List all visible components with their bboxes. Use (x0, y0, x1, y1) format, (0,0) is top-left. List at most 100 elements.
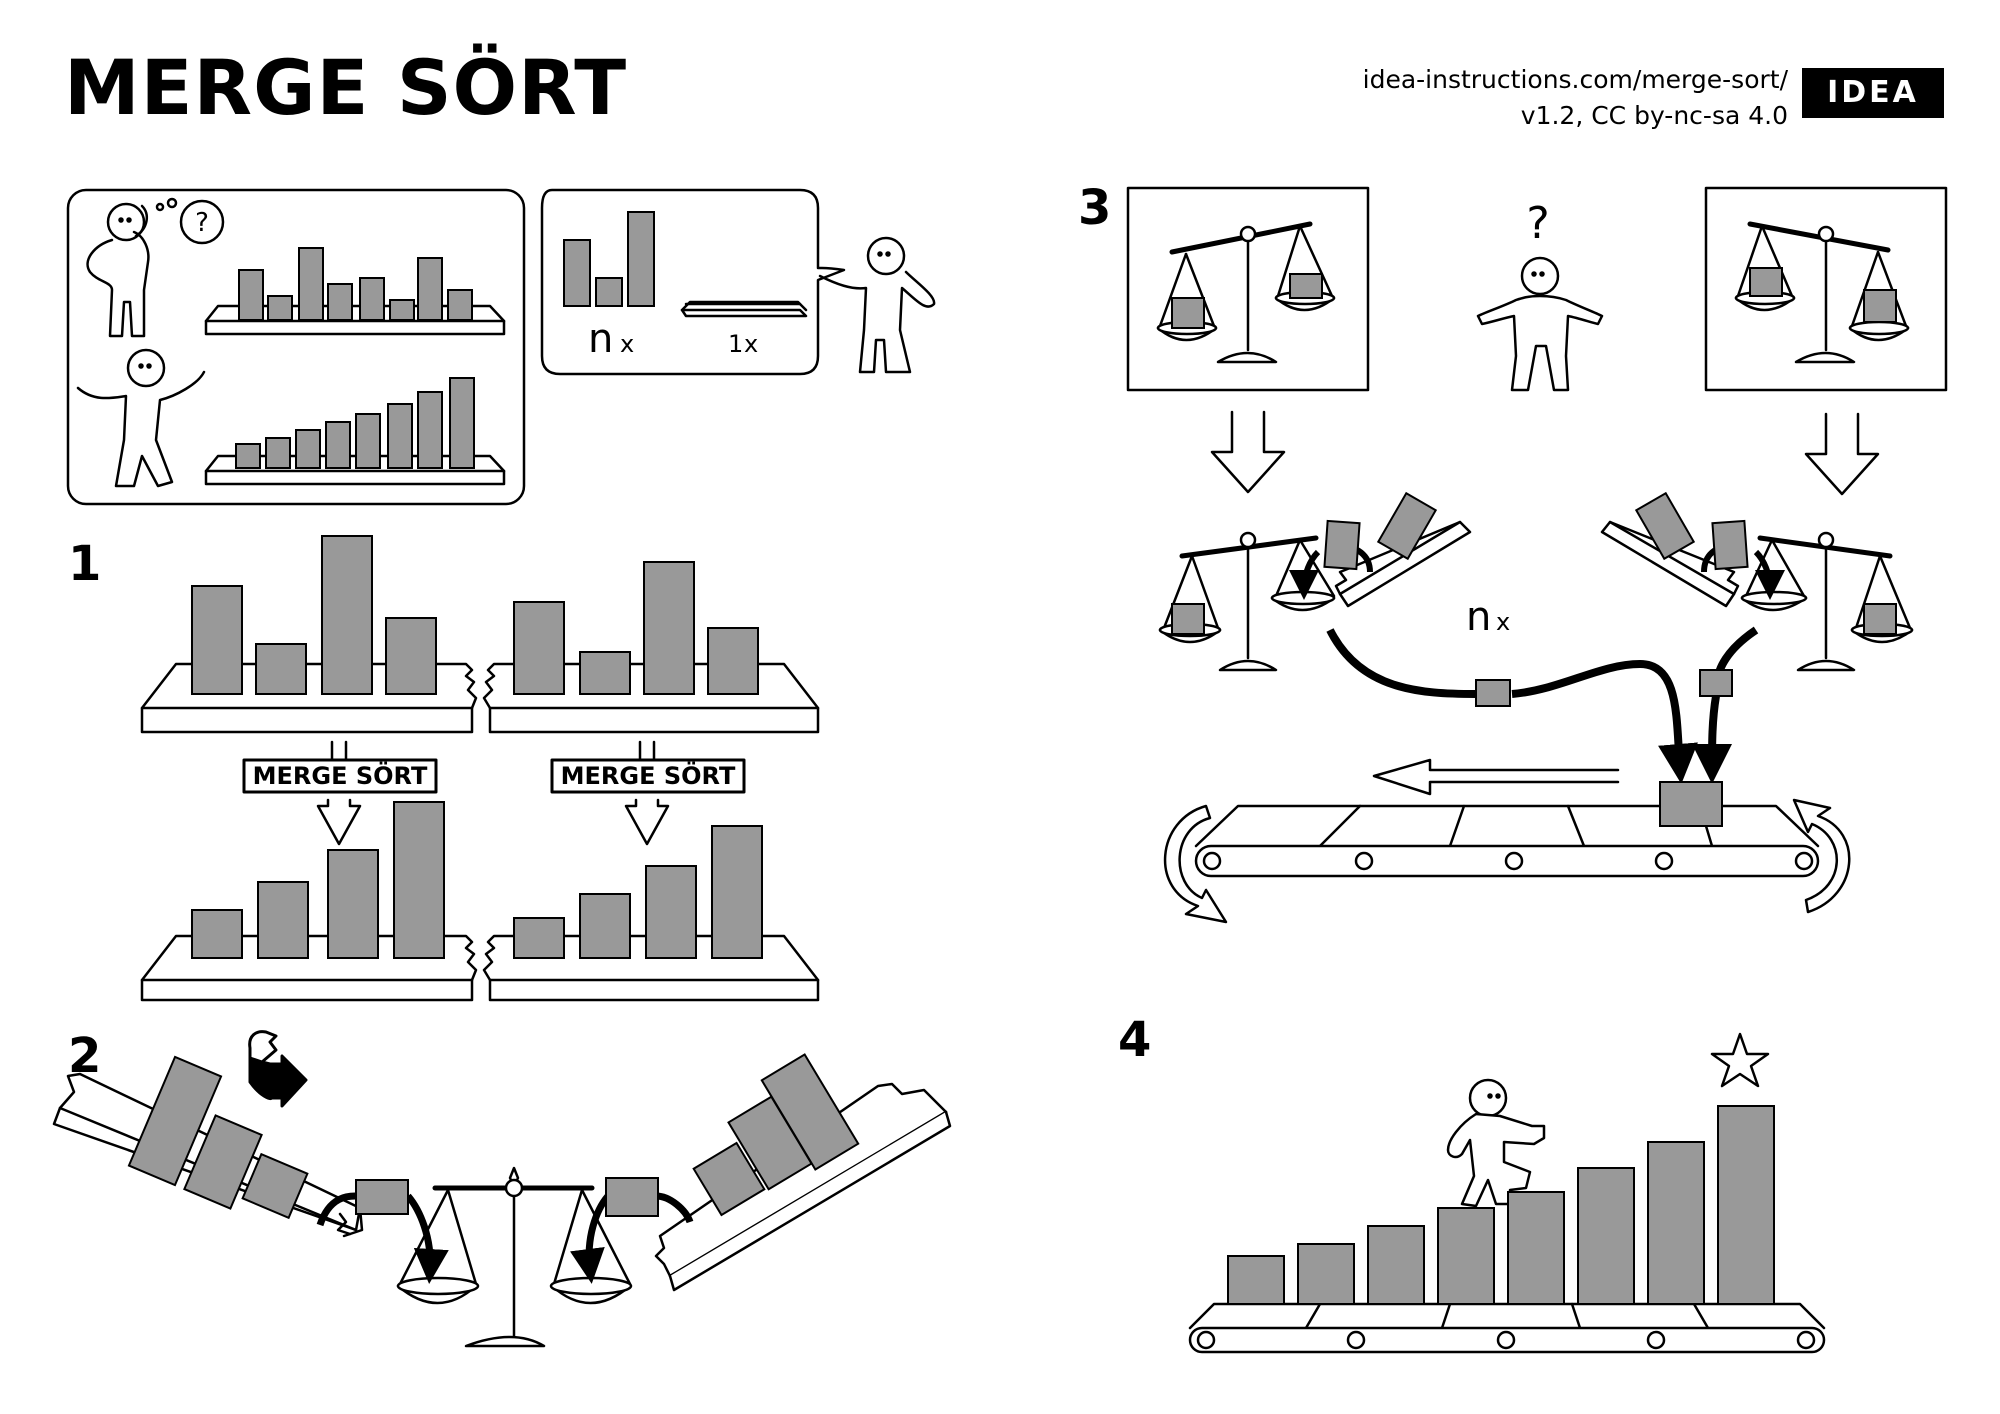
presenting-person-icon (818, 236, 936, 374)
box (1376, 491, 1438, 561)
box (595, 277, 623, 307)
step-number-3: 3 (1078, 180, 1112, 236)
box (643, 561, 695, 695)
box (298, 247, 324, 321)
page-title: MERGE SÖRT (64, 43, 628, 132)
merge-sort-tag-left (242, 758, 438, 794)
box (325, 421, 351, 469)
box (707, 627, 759, 695)
box (579, 651, 631, 695)
idea-logo: IDEA (1802, 68, 1944, 118)
step-number-2: 2 (68, 1028, 102, 1084)
climbing-person-icon (1446, 1078, 1546, 1208)
repeat-n-sub: x (1496, 608, 1510, 636)
star-icon (1710, 1032, 1770, 1088)
step3-scale-right (1600, 520, 1914, 672)
box (295, 429, 321, 469)
box (255, 643, 307, 695)
merge-sort-tag-label-right: MERGE SÖRT (561, 760, 736, 790)
box (359, 277, 385, 321)
box (447, 289, 473, 321)
step3-conveyor-belt (1194, 804, 1820, 878)
box (449, 377, 475, 469)
box (692, 1141, 766, 1217)
thought-bubble (179, 199, 225, 245)
box (1717, 1105, 1775, 1305)
thought-question-mark: ? (195, 208, 209, 238)
conveyor-direction-arrow-icon (1372, 758, 1620, 796)
box (1863, 603, 1897, 635)
question-mark: ? (1526, 198, 1549, 249)
box (183, 1114, 263, 1210)
box (1437, 1207, 1495, 1305)
box (385, 617, 437, 695)
version-license: v1.2, CC by-nc-sa 4.0 (1520, 101, 1788, 130)
step3-flow-arrows (1326, 626, 1759, 784)
step-number-1: 1 (68, 536, 102, 592)
box (355, 1179, 409, 1215)
step3-down-arrow-right (1804, 412, 1880, 496)
box (355, 413, 381, 469)
merge-sort-tag-right (550, 758, 746, 794)
box (127, 1055, 223, 1187)
meta-block: idea-instructions.com/merge-sort/ v1.2, … (1363, 62, 1788, 134)
parts-1-label: 1 (728, 330, 743, 358)
box (327, 849, 379, 959)
box (1323, 519, 1361, 571)
box (563, 239, 591, 307)
box (1577, 1167, 1635, 1305)
happy-person-icon (76, 348, 206, 488)
box (1699, 669, 1733, 697)
box (1863, 289, 1897, 323)
box (389, 299, 415, 321)
box (235, 443, 261, 469)
box (1749, 267, 1783, 297)
box (1711, 519, 1749, 571)
box (711, 825, 763, 959)
box (191, 585, 243, 695)
box (1475, 679, 1511, 707)
step3-down-arrow-left (1210, 410, 1286, 494)
box (267, 295, 293, 321)
box (1647, 1141, 1705, 1305)
box (327, 283, 353, 321)
parts-1-sub: x (744, 330, 758, 358)
repeat-n-label: n (1466, 594, 1491, 640)
box (257, 881, 309, 959)
box (417, 391, 443, 469)
parts-n-sub: x (620, 330, 634, 358)
step3-scale-left (1158, 520, 1472, 672)
conveyor-rotate-left-icon (1164, 804, 1228, 924)
box (265, 437, 291, 469)
conveyor-rotate-right-icon (1792, 798, 1851, 914)
box (1289, 273, 1323, 299)
box (321, 535, 373, 695)
box (513, 601, 565, 695)
step4-conveyor-belt (1188, 1302, 1826, 1354)
step-number-4: 4 (1118, 1012, 1152, 1068)
box (1171, 603, 1205, 635)
box (1659, 781, 1723, 827)
box (417, 257, 443, 321)
box (1297, 1243, 1355, 1305)
box (393, 801, 445, 959)
box (605, 1177, 659, 1217)
source-url[interactable]: idea-instructions.com/merge-sort/ (1362, 65, 1788, 94)
shrugging-person-icon (1476, 256, 1604, 392)
box (1227, 1255, 1285, 1305)
box (1367, 1225, 1425, 1305)
box (1634, 491, 1696, 561)
box (645, 865, 697, 959)
confused-person-icon (86, 202, 150, 338)
merge-sort-tag-label-left: MERGE SÖRT (253, 760, 428, 790)
box (191, 909, 243, 959)
step2-compare-arrows (316, 1192, 694, 1284)
box (1171, 297, 1205, 329)
box (238, 269, 264, 321)
box (1507, 1191, 1565, 1305)
parts-n-label: n (588, 316, 613, 362)
box (627, 211, 655, 307)
box (727, 1095, 813, 1191)
rotate-icon (248, 1030, 308, 1108)
